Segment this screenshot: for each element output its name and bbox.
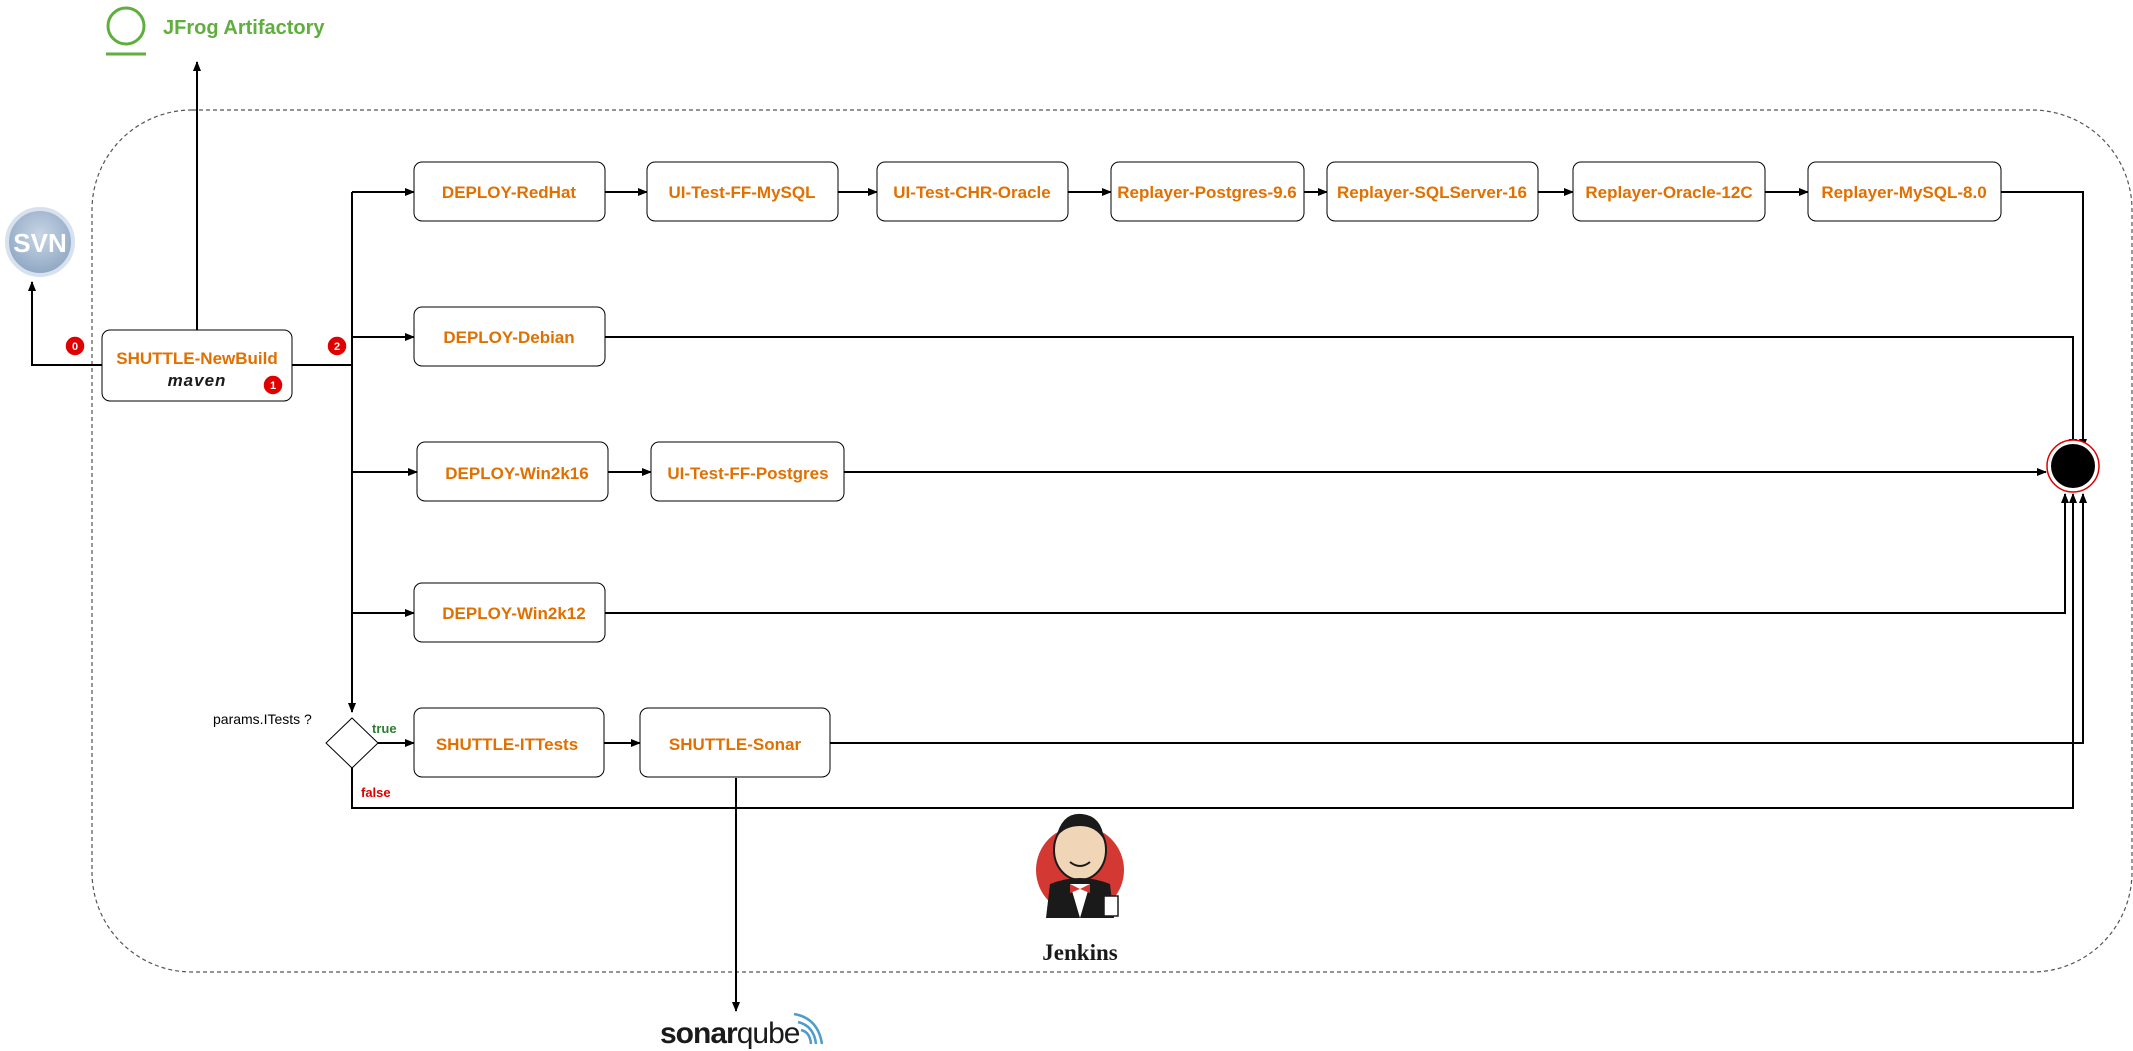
step-badge-2-label: 2: [334, 341, 340, 353]
edge-to-svn: [28, 281, 102, 366]
node-newbuild-label: SHUTTLE-NewBuild: [116, 349, 278, 368]
node-newbuild[interactable]: SHUTTLE-NewBuild maven: [101, 329, 293, 402]
jenkins-pipeline-boundary: [91, 109, 2133, 973]
decision-diamond: [325, 717, 379, 769]
edge-win2k12-end: [605, 493, 2069, 614]
node-replayer-mysql[interactable]: Replayer-MySQL-8.0: [1807, 161, 2002, 222]
node-deploy-win2k12-label: DEPLOY-Win2k12: [442, 604, 585, 623]
artifactory-label: JFrog Artifactory: [163, 17, 325, 39]
node-ui-test-ff-mysql-label: UI-Test-FF-MySQL: [668, 183, 815, 202]
jenkins-hair: [1056, 813, 1104, 840]
node-shuttle-sonar-label: SHUTTLE-Sonar: [669, 735, 802, 754]
decision-true-label: true: [372, 721, 397, 736]
node-deploy-redhat[interactable]: DEPLOY-RedHat: [413, 161, 606, 222]
jenkins-smile: [1069, 861, 1091, 867]
decision-question: params.ITests ?: [213, 711, 312, 727]
node-shuttle-ittests-label: SHUTTLE-ITTests: [436, 735, 578, 754]
jenkins-label: Jenkins: [1042, 940, 1117, 965]
jenkins-shirt: [1070, 884, 1090, 918]
node-deploy-win2k12[interactable]: DEPLOY-Win2k12: [413, 582, 606, 643]
jenkins-bowtie: [1070, 884, 1090, 893]
node-ui-test-ff-mysql[interactable]: UI-Test-FF-MySQL: [646, 161, 839, 222]
node-replayer-postgres[interactable]: Replayer-Postgres-9.6: [1110, 161, 1305, 222]
maven-logo: maven: [168, 371, 227, 390]
decision-itests: params.ITests ? true false: [213, 711, 397, 800]
edge-decision-false: [351, 493, 2077, 809]
node-deploy-win2k16[interactable]: DEPLOY-Win2k16: [416, 441, 609, 502]
node-replayer-mysql-label: Replayer-MySQL-8.0: [1821, 183, 1986, 202]
sonarqube-logo: sonarqube: [660, 1012, 824, 1050]
end-node: [2046, 439, 2100, 493]
node-replayer-oracle[interactable]: Replayer-Oracle-12C: [1572, 161, 1766, 222]
node-ui-test-ff-postgres[interactable]: UI-Test-FF-Postgres: [650, 441, 845, 502]
step-badge-1: 1: [262, 374, 284, 396]
node-ui-test-chr-oracle-label: UI-Test-CHR-Oracle: [893, 183, 1050, 202]
node-ui-test-chr-oracle[interactable]: UI-Test-CHR-Oracle: [876, 161, 1069, 222]
step-badge-0: 0: [64, 335, 86, 357]
step-badge-0-label: 0: [72, 341, 78, 353]
node-shuttle-sonar[interactable]: SHUTTLE-Sonar: [639, 707, 831, 778]
connectors: [28, 61, 2087, 1012]
svn-label: SVN: [13, 228, 66, 258]
decision-false-label: false: [361, 785, 391, 800]
artifactory-ring-icon: [106, 6, 146, 46]
end-node-dot: [2051, 444, 2095, 488]
edge-debian-end: [605, 336, 2077, 449]
node-deploy-debian[interactable]: DEPLOY-Debian: [413, 306, 606, 367]
node-deploy-redhat-label: DEPLOY-RedHat: [442, 183, 576, 202]
node-shuttle-ittests[interactable]: SHUTTLE-ITTests: [413, 707, 605, 778]
node-replayer-postgres-label: Replayer-Postgres-9.6: [1117, 183, 1297, 202]
node-replayer-sqlserver[interactable]: Replayer-SQLServer-16: [1326, 161, 1539, 222]
step-badge-1-label: 1: [270, 380, 276, 392]
svn-cloud-icon: [5, 207, 75, 277]
step-badge-2: 2: [326, 335, 348, 357]
jenkins-logo: Jenkins: [1036, 813, 1124, 965]
edge-sonar-end: [830, 493, 2087, 744]
sonarqube-waves-icon: [793, 1012, 824, 1045]
artifactory-logo: JFrog Artifactory: [106, 6, 325, 56]
jenkins-napkin: [1103, 895, 1119, 917]
sonarqube-label: sonarqube: [660, 1017, 800, 1050]
node-replayer-sqlserver-label: Replayer-SQLServer-16: [1337, 183, 1527, 202]
node-deploy-debian-label: DEPLOY-Debian: [443, 328, 574, 347]
node-ui-test-ff-postgres-label: UI-Test-FF-Postgres: [667, 464, 828, 483]
svn-logo: SVN: [5, 207, 75, 277]
node-deploy-win2k16-label: DEPLOY-Win2k16: [445, 464, 588, 483]
edge-repmysql-end: [2001, 191, 2087, 449]
node-replayer-oracle-label: Replayer-Oracle-12C: [1585, 183, 1752, 202]
